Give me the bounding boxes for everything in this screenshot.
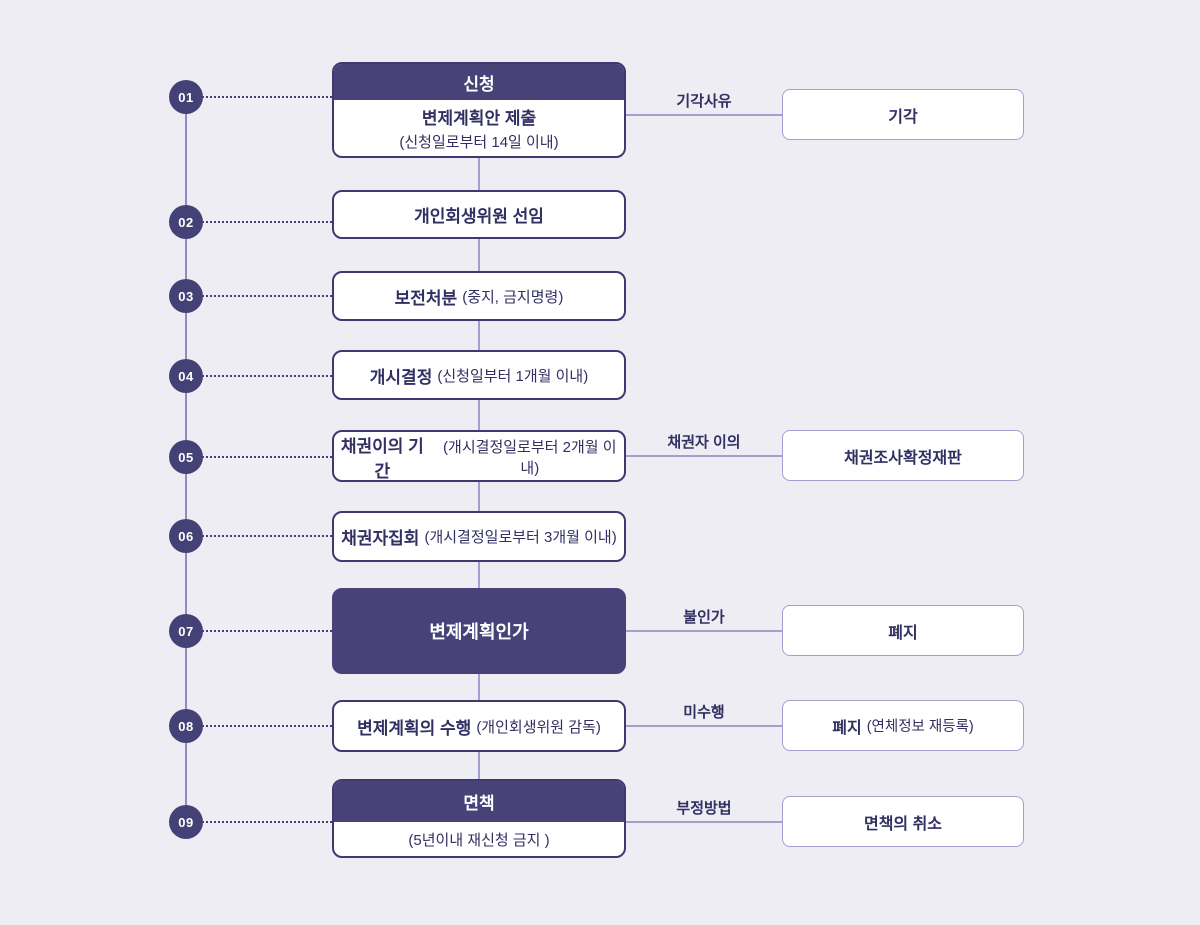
dotted-connector-05 — [202, 456, 332, 458]
flow-box-preservation-order: 보전처분 (중지, 금지명령) — [332, 271, 626, 321]
dotted-connector-03 — [202, 295, 332, 297]
flow-box-application: 신청 변제계획안 제출 (신청일로부터 14일 이내) — [332, 62, 626, 158]
branch-box-discharge-cancellation: 면책의 취소 — [782, 796, 1024, 847]
branch-line-non-performance — [626, 725, 782, 727]
flow-box-commencement-decision: 개시결정 (신청일부터 1개월 이내) — [332, 350, 626, 400]
flow-box-plan-performance: 변제계획의 수행 (개인회생위원 감독) — [332, 700, 626, 752]
flow-box-trustee-appointment: 개인회생위원 선임 — [332, 190, 626, 239]
branch-box-claim-examination-trial-text: 채권조사확정재판 — [844, 449, 962, 467]
branch-label-disapproval: 불인가 — [683, 609, 725, 626]
branch-box-rejection: 기각 — [782, 89, 1024, 140]
branch-box-abolition-reregistration-text: 폐지 — [832, 719, 862, 737]
branch-box-abolition-reregistration-note: (연체정보 재등록) — [866, 719, 974, 735]
branch-line-fraudulent-method — [626, 821, 782, 823]
flow-box-claim-objection-period-title: 채권이의 기간 — [340, 437, 424, 481]
flow-box-application-sub: (신청일로부터 14일 이내) — [399, 134, 559, 151]
flow-box-discharge: 면책 (5년이내 재신청 금지 ) — [332, 779, 626, 858]
flow-box-discharge-header: 면책 — [334, 781, 624, 822]
branch-box-abolition-reregistration: 폐지 (연체정보 재등록) — [782, 700, 1024, 751]
step-marker-09: 09 — [169, 805, 203, 839]
dotted-connector-01 — [202, 96, 332, 98]
flow-box-creditors-meeting-note: (개시결정일로부터 3개월 이내) — [424, 529, 617, 546]
dotted-connector-06 — [202, 535, 332, 537]
flow-box-creditors-meeting-title: 채권자집회 — [341, 529, 420, 548]
dotted-connector-09 — [202, 821, 332, 823]
branch-label-creditor-objection: 채권자 이의 — [667, 434, 741, 451]
branch-box-discharge-cancellation-text: 면책의 취소 — [863, 815, 943, 833]
flow-box-commencement-decision-title: 개시결정 — [369, 367, 433, 387]
flow-box-discharge-sub: (5년이내 재신청 금지 ) — [408, 831, 550, 849]
step-marker-07: 07 — [169, 614, 203, 648]
branch-line-creditor-objection — [626, 455, 782, 457]
branch-line-rejection — [626, 114, 782, 116]
flow-box-preservation-order-title: 보전처분 — [394, 288, 458, 308]
step-marker-01: 01 — [169, 80, 203, 114]
flow-box-plan-performance-note: (개인회생위원 감독) — [476, 718, 601, 736]
step-marker-04: 04 — [169, 359, 203, 393]
branch-label-rejection-reason: 기각사유 — [676, 93, 732, 110]
branch-line-disapproval — [626, 630, 782, 632]
dotted-connector-02 — [202, 221, 332, 223]
dotted-connector-08 — [202, 725, 332, 727]
step-marker-08: 08 — [169, 709, 203, 743]
dotted-connector-04 — [202, 375, 332, 377]
flow-box-commencement-decision-note: (신청일부터 1개월 이내) — [437, 367, 589, 385]
branch-box-abolition: 폐지 — [782, 605, 1024, 656]
flow-box-claim-objection-period-note: (개시결정일로부터 2개월 이내) — [443, 439, 617, 477]
step-marker-02: 02 — [169, 205, 203, 239]
step-marker-03: 03 — [169, 279, 203, 313]
flow-box-application-header: 신청 — [334, 64, 624, 100]
branch-box-abolition-text: 폐지 — [888, 624, 918, 642]
step-marker-06: 06 — [169, 519, 203, 553]
step-marker-05: 05 — [169, 440, 203, 474]
branch-label-non-performance: 미수행 — [683, 704, 725, 721]
flow-box-plan-approval: 변제계획인가 — [332, 588, 626, 674]
branch-label-fraudulent-method: 부정방법 — [676, 800, 732, 817]
dotted-connector-07 — [202, 630, 332, 632]
flow-box-application-title: 변제계획안 제출 — [421, 109, 537, 128]
branch-box-claim-examination-trial: 채권조사확정재판 — [782, 430, 1024, 481]
flow-box-plan-performance-title: 변제계획의 수행 — [357, 718, 472, 738]
flow-box-plan-approval-title: 변제계획인가 — [429, 622, 529, 642]
flow-box-preservation-order-note: (중지, 금지명령) — [462, 288, 564, 306]
branch-box-rejection-text: 기각 — [888, 108, 918, 126]
flow-box-creditors-meeting: 채권자집회 (개시결정일로부터 3개월 이내) — [332, 511, 626, 562]
flow-box-claim-objection-period: 채권이의 기간 (개시결정일로부터 2개월 이내) — [332, 430, 626, 482]
flow-box-trustee-appointment-title: 개인회생위원 선임 — [414, 207, 544, 226]
